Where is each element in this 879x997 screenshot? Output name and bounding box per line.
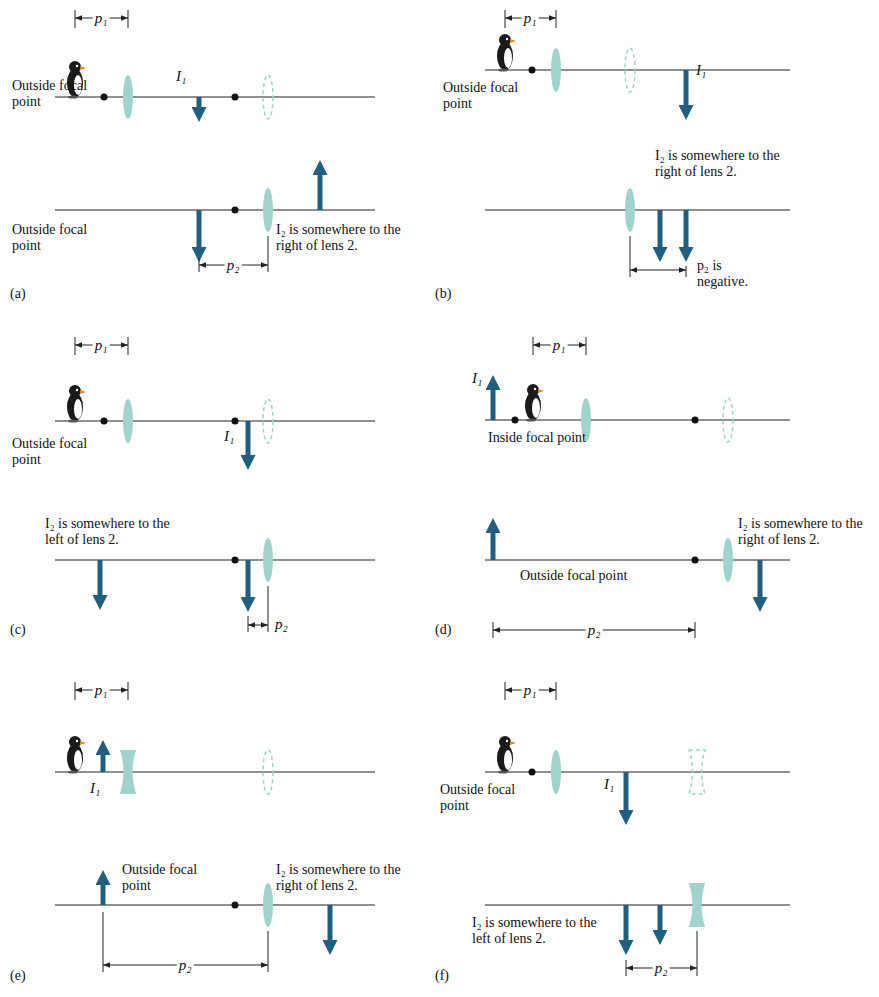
focal-note: Outside focal point xyxy=(440,782,540,814)
dimension-label: p₁ xyxy=(522,10,539,26)
focal-note: Outside focal point xyxy=(520,568,690,584)
image-label: I₁ xyxy=(90,780,100,796)
image-label: I₁ xyxy=(472,370,482,386)
image-note: I₂ is somewhere to the right of lens 2. xyxy=(655,148,795,180)
image-label: I₁ xyxy=(176,68,186,84)
focal-note: Outside focal point xyxy=(12,222,112,254)
dimension-label: p₁ xyxy=(522,682,539,698)
image-note: I₂ is somewhere to the right of lens 2. xyxy=(276,222,416,254)
focal-note: Inside focal point xyxy=(488,430,588,446)
focal-note: Outside focal point xyxy=(443,80,543,112)
dimension-label: p₁ xyxy=(93,10,110,26)
focal-note: Outside focal point xyxy=(122,862,222,894)
image-label: I₁ xyxy=(224,428,234,444)
image-label: I₁ xyxy=(696,62,706,78)
panel-label: (b) xyxy=(435,286,451,302)
dimension-label: p₂ xyxy=(275,616,288,632)
image-label: I₁ xyxy=(604,776,614,792)
dimension-label: p₂ xyxy=(586,622,603,638)
dimension-label: p₂ xyxy=(177,957,194,973)
panel-label: (c) xyxy=(10,622,26,638)
dimension-note: p₂ is negative. xyxy=(697,258,772,290)
dimension-label: p₂ xyxy=(653,960,670,976)
image-note: I₂ is somewhere to the left of lens 2. xyxy=(45,516,185,548)
dimension-label: p₁ xyxy=(93,682,110,698)
panel-label: (f) xyxy=(435,968,449,984)
dimension-label: p₁ xyxy=(551,337,568,353)
focal-note: Outside focal point xyxy=(12,436,112,468)
panel-label: (a) xyxy=(10,286,26,302)
image-note: I₂ is somewhere to the left of lens 2. xyxy=(472,915,612,947)
focal-note: Outside focal point xyxy=(12,78,112,110)
dimension-label: p₂ xyxy=(225,257,242,273)
image-note: I₂ is somewhere to the right of lens 2. xyxy=(276,862,416,894)
dimension-label: p₁ xyxy=(93,337,110,353)
panel-label: (e) xyxy=(10,968,26,984)
image-note: I₂ is somewhere to the right of lens 2. xyxy=(738,516,873,548)
panel-label: (d) xyxy=(435,622,451,638)
